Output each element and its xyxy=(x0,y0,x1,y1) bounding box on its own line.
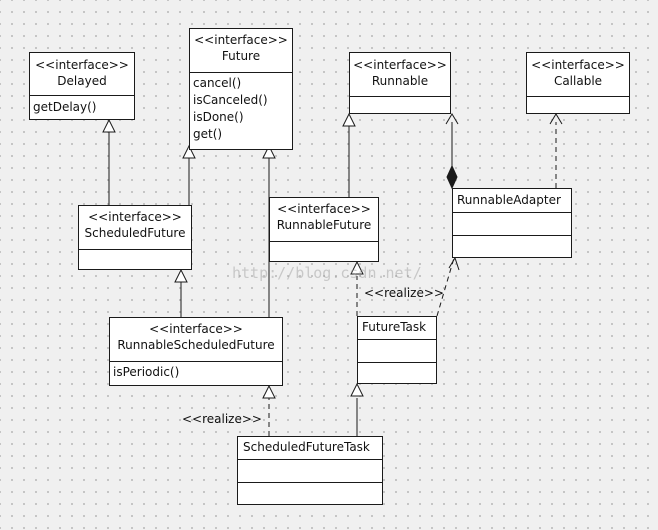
open-arrowhead-runnableadapter xyxy=(448,256,460,271)
stereotype-label: <<interface>> xyxy=(35,58,129,72)
operations-section xyxy=(238,483,382,504)
open-arrowhead-callable xyxy=(549,113,563,125)
operations-section: getDelay() xyxy=(30,96,134,116)
arrowhead-runnablescheduledfuture xyxy=(262,384,276,399)
attributes-section xyxy=(358,340,436,363)
operations-section xyxy=(270,242,378,261)
class-header: RunnableAdapter xyxy=(453,189,571,213)
arrowhead-runnable xyxy=(342,112,356,127)
operations-section xyxy=(453,236,571,257)
class-name: RunnableScheduledFuture xyxy=(117,338,275,352)
class-future-task[interactable]: FutureTask xyxy=(357,316,437,384)
arrowhead-futuretask xyxy=(350,382,364,397)
attributes-section xyxy=(453,213,571,236)
operations-section: isPeriodic() xyxy=(110,362,282,381)
operations-section: cancel() isCanceled() isDone() get() xyxy=(190,73,292,143)
composition-diamond xyxy=(446,164,458,190)
realize-label-futuretask: <<realize>> xyxy=(364,286,444,300)
arrowhead-future-right xyxy=(262,144,276,159)
class-scheduled-future-task[interactable]: ScheduledFutureTask xyxy=(237,436,383,505)
operations-section xyxy=(358,363,436,383)
operation: isCanceled() xyxy=(193,93,268,107)
class-header: <<interface>> ScheduledFuture xyxy=(79,206,191,250)
class-header: <<interface>> Runnable xyxy=(350,53,450,97)
class-name: ScheduledFuture xyxy=(84,226,186,240)
stereotype-label: <<interface>> xyxy=(531,58,625,72)
class-future[interactable]: <<interface>> Future cancel() isCanceled… xyxy=(189,28,293,150)
class-header: <<interface>> Future xyxy=(190,29,292,73)
class-name: Callable xyxy=(553,74,603,88)
class-name: RunnableAdapter xyxy=(457,193,561,207)
watermark: http://blog.csdn.net/ xyxy=(232,264,422,282)
class-header: <<interface>> Callable xyxy=(527,53,629,97)
class-header: <<interface>> RunnableFuture xyxy=(270,198,378,242)
class-delayed[interactable]: <<interface>> Delayed getDelay() xyxy=(29,52,135,120)
open-arrowhead-runnable xyxy=(445,113,459,125)
class-runnable-future[interactable]: <<interface>> RunnableFuture xyxy=(269,197,379,262)
realize-label-scheduledfuturetask: <<realize>> xyxy=(182,412,262,426)
operations-section xyxy=(79,250,191,269)
stereotype-label: <<interface>> xyxy=(88,210,182,224)
class-name: ScheduledFutureTask xyxy=(243,440,370,454)
class-runnable-scheduled-future[interactable]: <<interface>> RunnableScheduledFuture is… xyxy=(109,317,283,386)
class-runnable[interactable]: <<interface>> Runnable xyxy=(349,52,451,114)
arrowhead-future-left xyxy=(182,144,196,159)
class-name: Runnable xyxy=(371,74,429,88)
stereotype-label: <<interface>> xyxy=(277,202,371,216)
class-runnable-adapter[interactable]: RunnableAdapter xyxy=(452,188,572,258)
operation: getDelay() xyxy=(33,100,97,114)
class-scheduled-future[interactable]: <<interface>> ScheduledFuture xyxy=(78,205,192,270)
operation: isDone() xyxy=(193,110,244,124)
arrowhead-runnablefuture xyxy=(350,260,364,275)
class-header: FutureTask xyxy=(358,317,436,340)
class-name: FutureTask xyxy=(362,320,427,334)
class-name: Future xyxy=(221,49,261,63)
class-name: Delayed xyxy=(57,74,107,88)
class-header: <<interface>> Delayed xyxy=(30,53,134,96)
operation: isPeriodic() xyxy=(113,365,180,379)
stereotype-label: <<interface>> xyxy=(194,33,288,47)
class-name: RunnableFuture xyxy=(276,218,372,232)
class-callable[interactable]: <<interface>> Callable xyxy=(526,52,630,114)
operations-section xyxy=(527,97,629,113)
class-header: <<interface>> RunnableScheduledFuture xyxy=(110,318,282,362)
attributes-section xyxy=(238,460,382,483)
edge-futuretask-runnableadapter xyxy=(436,257,455,317)
class-header: ScheduledFutureTask xyxy=(238,437,382,460)
stereotype-label: <<interface>> xyxy=(353,58,447,72)
arrowhead-scheduledfuture xyxy=(174,268,188,283)
operation: get() xyxy=(193,127,223,141)
operations-section xyxy=(350,97,450,113)
operation: cancel() xyxy=(193,76,242,90)
arrowhead-delayed xyxy=(102,118,116,133)
stereotype-label: <<interface>> xyxy=(149,322,243,336)
